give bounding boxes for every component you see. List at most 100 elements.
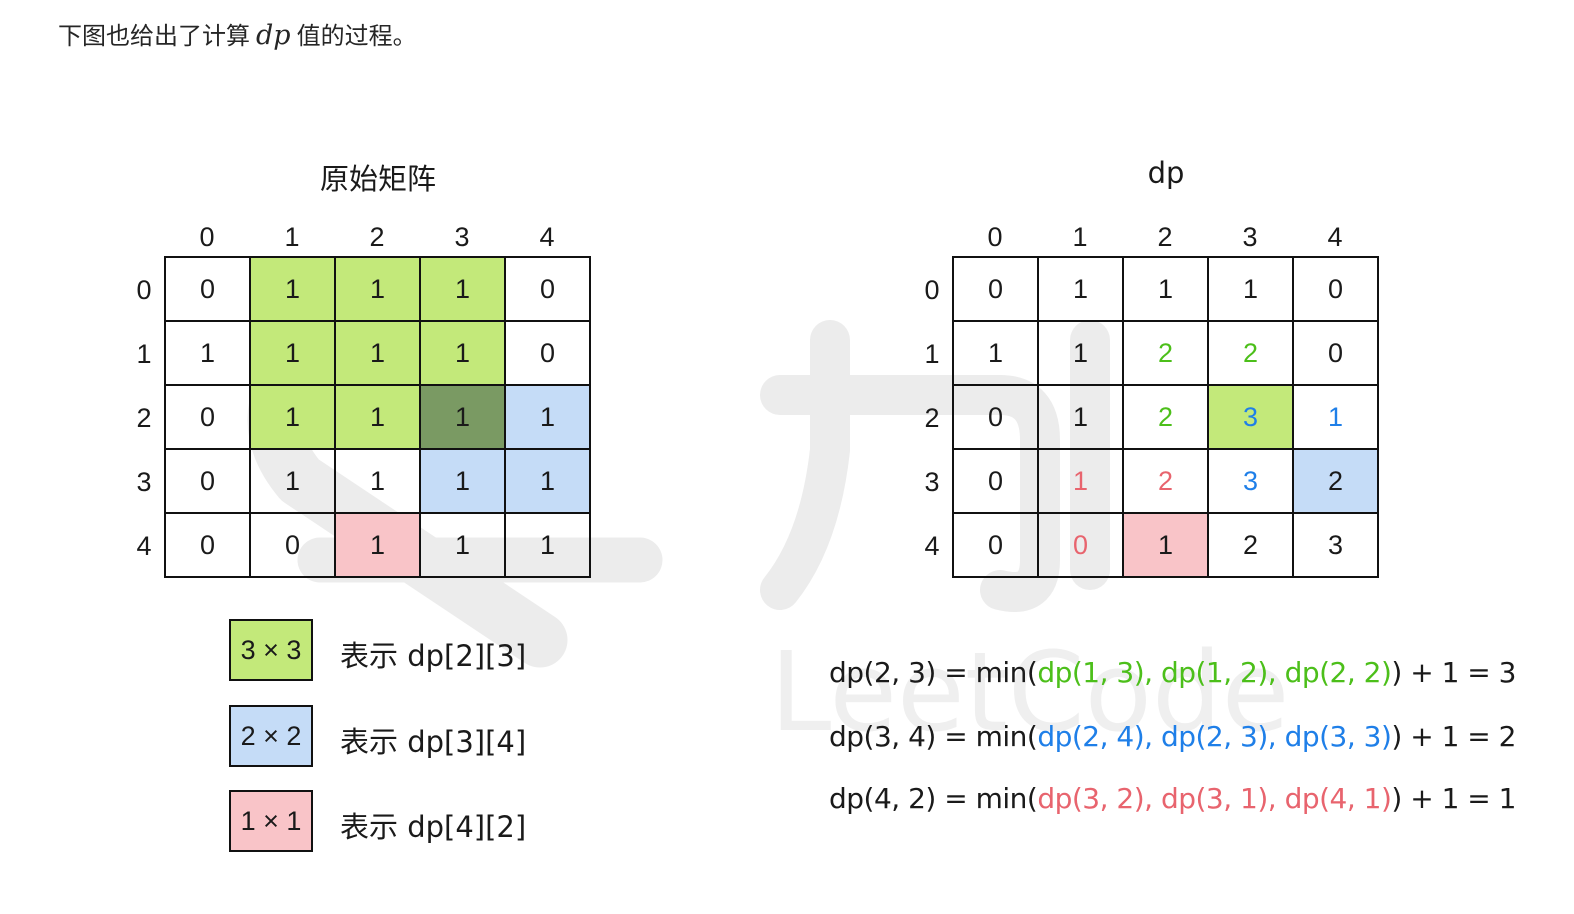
dp-matrix-title: dp bbox=[1147, 156, 1185, 190]
formula-lhs: dp(2, 3) = min( bbox=[829, 656, 1038, 689]
dp-matrix-cell: 0 bbox=[952, 256, 1039, 322]
left-row-header: 0 bbox=[136, 275, 152, 305]
dp-row-header: 0 bbox=[924, 275, 940, 305]
dp-matrix-cell: 2 bbox=[1207, 320, 1294, 386]
formula-args: dp(1, 3), dp(1, 2), dp(2, 2) bbox=[1037, 656, 1392, 689]
dp-col-header: 1 bbox=[1072, 222, 1088, 252]
dp-matrix-cell: 1 bbox=[952, 320, 1039, 386]
dp-row-header: 2 bbox=[924, 403, 940, 433]
original-matrix-cell: 0 bbox=[504, 256, 591, 322]
formula-rhs: ) + 1 = 3 bbox=[1391, 656, 1516, 689]
dp-matrix-cell: 1 bbox=[1037, 448, 1124, 514]
dp-row-header: 4 bbox=[924, 531, 940, 561]
original-matrix-cell: 1 bbox=[164, 320, 251, 386]
left-col-header: 2 bbox=[369, 222, 385, 252]
legend-3x3-box: 3 × 3 bbox=[229, 619, 313, 681]
original-matrix-cell: 1 bbox=[249, 256, 336, 322]
original-matrix-cell: 0 bbox=[164, 384, 251, 450]
dp-matrix-cell: 0 bbox=[952, 512, 1039, 578]
original-matrix-cell: 0 bbox=[164, 512, 251, 578]
dp-matrix-cell: 1 bbox=[1122, 256, 1209, 322]
left-row-header: 1 bbox=[136, 339, 152, 369]
dp-row-header: 3 bbox=[924, 467, 940, 497]
original-matrix-cell: 0 bbox=[164, 448, 251, 514]
original-matrix-cell: 1 bbox=[419, 512, 506, 578]
dp-matrix-cell: 1 bbox=[1207, 256, 1294, 322]
original-matrix-cell: 1 bbox=[334, 448, 421, 514]
dp-matrix-cell: 0 bbox=[1292, 256, 1379, 322]
dp-matrix-cell: 3 bbox=[1292, 512, 1379, 578]
dp-matrix-cell: 0 bbox=[952, 384, 1039, 450]
dp-matrix-cell: 0 bbox=[1037, 512, 1124, 578]
intro-math-dp: dp bbox=[256, 20, 291, 51]
dp-matrix-cell: 2 bbox=[1122, 384, 1209, 450]
left-col-header: 4 bbox=[539, 222, 555, 252]
dp-matrix-cell: 0 bbox=[1292, 320, 1379, 386]
original-matrix-cell: 1 bbox=[419, 384, 506, 450]
original-matrix-cell: 1 bbox=[504, 448, 591, 514]
legend-1x1-box: 1 × 1 bbox=[229, 790, 313, 852]
left-row-header: 2 bbox=[136, 403, 152, 433]
dp-col-header: 0 bbox=[987, 222, 1003, 252]
original-matrix-cell: 1 bbox=[334, 384, 421, 450]
dp-col-header: 4 bbox=[1327, 222, 1343, 252]
left-row-header: 3 bbox=[136, 467, 152, 497]
dp-matrix-cell: 1 bbox=[1037, 256, 1124, 322]
formula-lhs: dp(3, 4) = min( bbox=[829, 720, 1038, 753]
original-matrix-cell: 0 bbox=[164, 256, 251, 322]
legend-3x3-text: 表示 dp[2][3] bbox=[340, 639, 527, 673]
intro-after: 值的过程。 bbox=[296, 22, 417, 50]
dp-matrix-cell: 2 bbox=[1122, 448, 1209, 514]
original-matrix-cell: 1 bbox=[419, 256, 506, 322]
dp-matrix-cell: 1 bbox=[1292, 384, 1379, 450]
formula-args: dp(2, 4), dp(2, 3), dp(3, 3) bbox=[1037, 720, 1392, 753]
formula-args: dp(3, 2), dp(3, 1), dp(4, 1) bbox=[1037, 782, 1392, 815]
dp-matrix-cell: 3 bbox=[1207, 448, 1294, 514]
formula-dp-4-2: dp(4, 2) = min(dp(3, 2), dp(3, 1), dp(4,… bbox=[829, 782, 1516, 815]
dp-matrix-cell: 2 bbox=[1122, 320, 1209, 386]
left-col-header: 0 bbox=[199, 222, 215, 252]
original-matrix-cell: 1 bbox=[419, 320, 506, 386]
dp-col-header: 2 bbox=[1157, 222, 1173, 252]
original-matrix-cell: 1 bbox=[504, 512, 591, 578]
original-matrix-cell: 1 bbox=[504, 384, 591, 450]
formula-rhs: ) + 1 = 2 bbox=[1391, 720, 1516, 753]
formula-dp-3-4: dp(3, 4) = min(dp(2, 4), dp(2, 3), dp(3,… bbox=[829, 720, 1516, 753]
dp-matrix-cell: 1 bbox=[1037, 320, 1124, 386]
dp-col-header: 3 bbox=[1242, 222, 1258, 252]
dp-matrix-cell: 2 bbox=[1207, 512, 1294, 578]
formula-rhs: ) + 1 = 1 bbox=[1391, 782, 1516, 815]
original-matrix-cell: 1 bbox=[249, 384, 336, 450]
left-col-header: 1 bbox=[284, 222, 300, 252]
legend-2x2-text: 表示 dp[3][4] bbox=[340, 725, 527, 759]
original-matrix-cell: 0 bbox=[504, 320, 591, 386]
formula-dp-2-3: dp(2, 3) = min(dp(1, 3), dp(1, 2), dp(2,… bbox=[829, 656, 1516, 689]
dp-matrix-cell: 1 bbox=[1037, 384, 1124, 450]
dp-matrix-cell: 0 bbox=[952, 448, 1039, 514]
left-row-header: 4 bbox=[136, 531, 152, 561]
left-col-header: 3 bbox=[454, 222, 470, 252]
original-matrix-cell: 1 bbox=[334, 256, 421, 322]
dp-row-header: 1 bbox=[924, 339, 940, 369]
dp-matrix-cell: 3 bbox=[1207, 384, 1294, 450]
original-matrix-cell: 1 bbox=[334, 320, 421, 386]
dp-matrix-cell: 2 bbox=[1292, 448, 1379, 514]
dp-matrix-cell: 1 bbox=[1122, 512, 1209, 578]
original-matrix-cell: 1 bbox=[249, 448, 336, 514]
formula-lhs: dp(4, 2) = min( bbox=[829, 782, 1038, 815]
original-matrix-cell: 0 bbox=[249, 512, 336, 578]
original-matrix-cell: 1 bbox=[334, 512, 421, 578]
